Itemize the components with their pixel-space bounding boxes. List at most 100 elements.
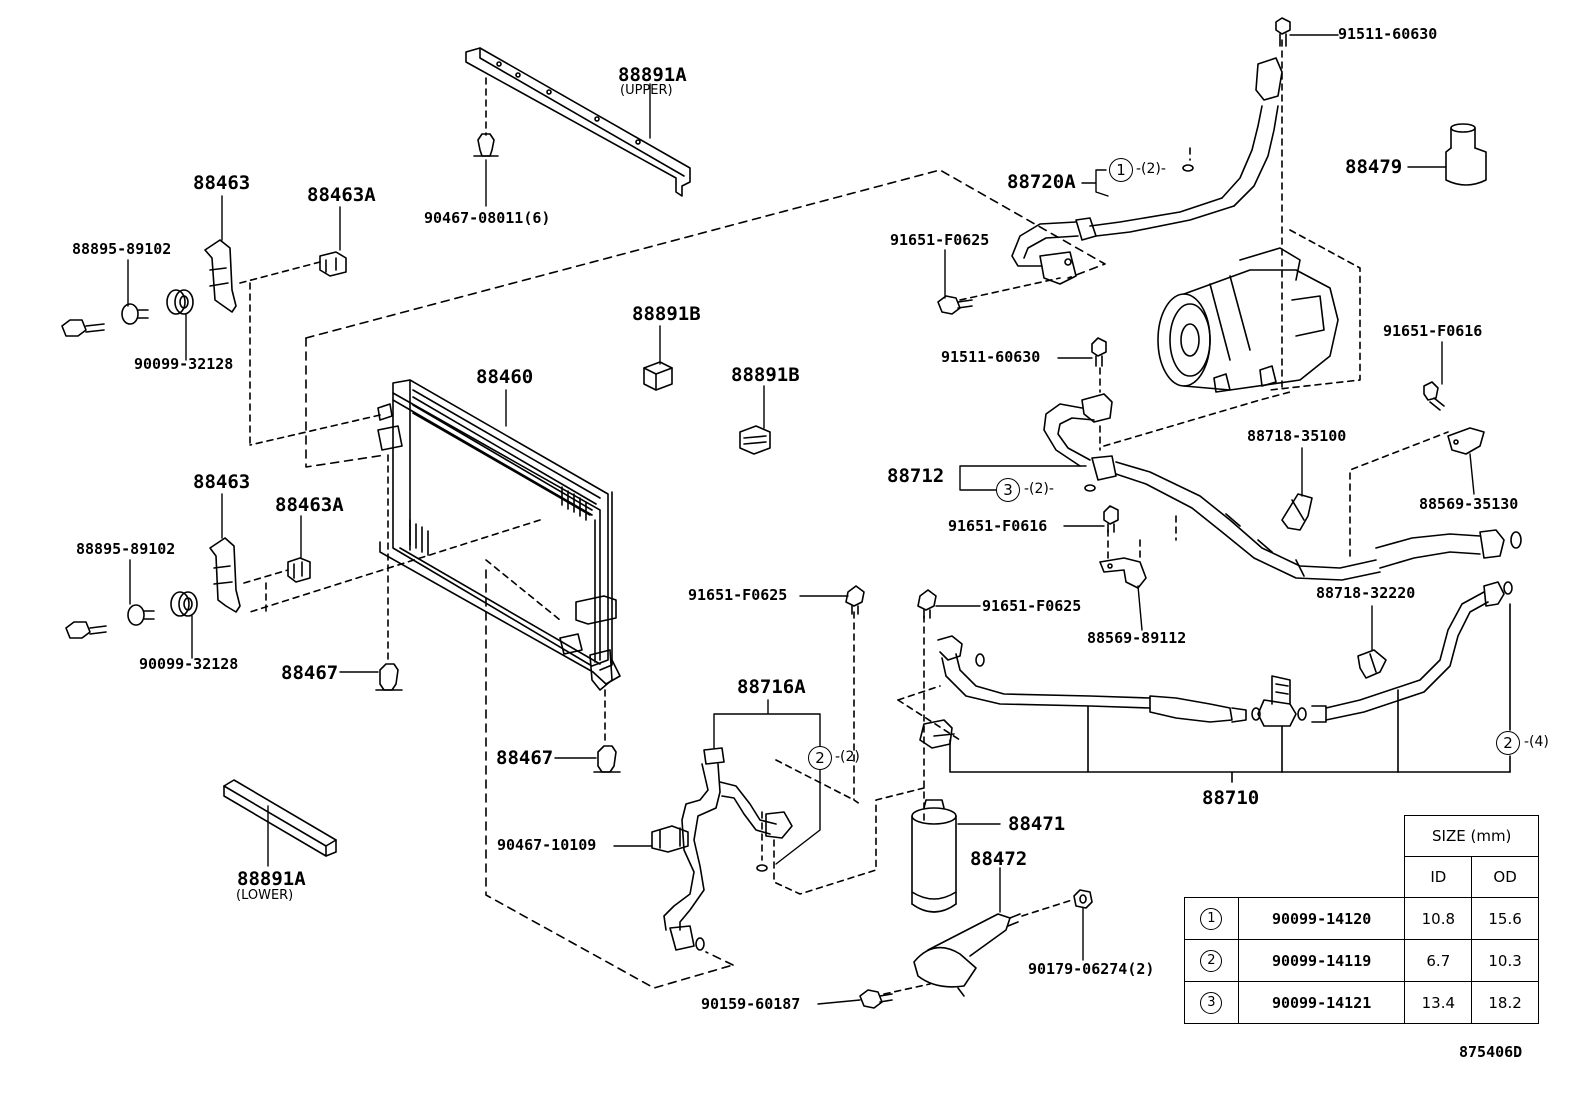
- label-88712: 88712: [887, 465, 945, 487]
- label-91651-F0625-top: 91651-F0625: [890, 231, 990, 249]
- grommet-90099-bottom: [170, 591, 198, 617]
- ref-qty-3: -(2)-: [1024, 481, 1054, 497]
- label-88569-89112: 88569-89112: [1087, 629, 1187, 647]
- label-88891A-upper: 88891A: [618, 64, 687, 86]
- label-88720A: 88720A: [1007, 171, 1076, 193]
- label-88569-35130: 88569-35130: [1419, 495, 1519, 513]
- dashed-leaders-condenser: [249, 414, 606, 746]
- label-90467-10109: 90467-10109: [497, 836, 597, 854]
- label-88463-bottom: 88463: [193, 471, 251, 493]
- ref-circle-1: 1: [1109, 158, 1133, 182]
- liquid-tube-88716A: [663, 747, 793, 951]
- table-od-value: 10.3: [1471, 939, 1539, 982]
- dashed-leaders-88472: [883, 899, 1073, 995]
- ref-circle-3: 3: [996, 478, 1020, 502]
- table-part-number: 90099-14120: [1237, 897, 1406, 940]
- suction-hose-88712: [1043, 393, 1522, 581]
- bolt-91511-60630-mid: [1091, 337, 1107, 367]
- label-90099-32128-bottom: 90099-32128: [139, 655, 239, 673]
- o-ring-88720A: [1182, 164, 1194, 172]
- cushion-88891B-b: [739, 425, 771, 455]
- bracket-88463-top: [204, 239, 237, 313]
- clamp-88569-89112: [1099, 557, 1147, 589]
- table-ref-circle: 3: [1200, 991, 1223, 1014]
- bolt-91651-F0625-top: [937, 295, 973, 315]
- label-90159-60187: 90159-60187: [701, 995, 801, 1013]
- table-id-value: 10.8: [1404, 897, 1473, 940]
- grommet-90099-top: [166, 289, 194, 315]
- condenser-core: [377, 379, 621, 691]
- dashed-outline-condenser-lower: [485, 569, 734, 989]
- washer-88895-bottom: [127, 604, 155, 626]
- dashed-leaders-88720A: [959, 39, 1361, 391]
- label-88891A-lower: 88891A: [237, 868, 306, 890]
- label-91511-60630-top: 91511-60630: [1338, 25, 1438, 43]
- label-91511-60630-mid: 91511-60630: [941, 348, 1041, 366]
- ref-qty-2-a: -(2): [835, 749, 860, 765]
- bolt-left-top: [61, 319, 105, 337]
- table-ref-circle: 1: [1200, 907, 1223, 930]
- clamp-88718-32220: [1357, 649, 1387, 679]
- label-88718-35100: 88718-35100: [1247, 427, 1347, 445]
- size-table-col-od: OD: [1471, 856, 1539, 898]
- clip-88467-left: [375, 663, 403, 691]
- label-lower: (LOWER): [236, 888, 294, 903]
- label-90099-32128-top: 90099-32128: [134, 355, 234, 373]
- label-88467-right: 88467: [496, 747, 554, 769]
- figure-code: 875406D: [1459, 1043, 1523, 1061]
- label-88895-89102-top: 88895-89102: [72, 240, 172, 258]
- bolt-91651-F0616-right: [1423, 381, 1445, 411]
- discharge-hose-88720A: [1011, 57, 1283, 285]
- upper-support-bar: [465, 47, 691, 197]
- label-88718-32220: 88718-32220: [1316, 584, 1416, 602]
- dashed-leaders-88716A: [761, 759, 925, 895]
- label-88467-left: 88467: [281, 662, 339, 684]
- bolt-90159-60187: [859, 989, 893, 1009]
- size-table-col-id: ID: [1404, 856, 1473, 898]
- dashed-leaders-88712: [1099, 367, 1449, 561]
- bolt-91651-F0625-mid: [917, 589, 937, 619]
- label-88463-top: 88463: [193, 172, 251, 194]
- compressor: [1157, 247, 1339, 393]
- ref-qty-2-b: -(4): [1524, 734, 1549, 750]
- o-ring-88712: [1084, 484, 1096, 492]
- label-88463A-top: 88463A: [307, 184, 376, 206]
- nut-90179-06274: [1073, 889, 1093, 909]
- label-88463A-bottom: 88463A: [275, 494, 344, 516]
- clip-90467-08011: [473, 133, 499, 157]
- ref-circle-2-a: 2: [808, 746, 832, 770]
- table-ref-circle: 2: [1200, 949, 1223, 972]
- label-91651-F0616-right: 91651-F0616: [1383, 322, 1483, 340]
- clamp-90467-10109: [651, 825, 689, 853]
- dashed-leaders-88710: [853, 611, 961, 825]
- label-88471: 88471: [1008, 813, 1066, 835]
- clamp-88569-35130: [1447, 427, 1485, 455]
- ref-circle-2-b: 2: [1496, 731, 1520, 755]
- bolt-left-bottom: [65, 621, 107, 639]
- dashed-outline-condenser-upper: [305, 169, 1106, 468]
- receiver-bracket-88472: [913, 913, 1021, 997]
- label-88891B-a: 88891B: [632, 303, 701, 325]
- table-row: 1 90099-14120 10.8 15.6: [1184, 897, 1539, 940]
- label-88479: 88479: [1345, 156, 1403, 178]
- label-90179-06274: 90179-06274(2): [1028, 960, 1155, 978]
- filter-88479: [1445, 123, 1487, 186]
- washer-88895-top: [121, 303, 149, 325]
- bolt-91651-F0616-mid: [1103, 505, 1119, 533]
- label-88716A: 88716A: [737, 676, 806, 698]
- table-od-value: 15.6: [1471, 897, 1539, 940]
- label-88460: 88460: [476, 366, 534, 388]
- table-id-value: 6.7: [1404, 939, 1473, 982]
- table-id-value: 13.4: [1404, 981, 1473, 1024]
- label-upper: (UPPER): [620, 83, 673, 98]
- size-table-header: SIZE (mm): [1404, 815, 1539, 857]
- label-leaders: [127, 34, 1475, 1005]
- table-part-number: 90099-14119: [1237, 939, 1406, 982]
- label-88895-89102-bottom: 88895-89102: [76, 540, 176, 558]
- label-88891B-b: 88891B: [731, 364, 800, 386]
- lower-support-bar: [223, 779, 337, 857]
- table-row: 2 90099-14119 6.7 10.3: [1184, 939, 1539, 982]
- size-table: SIZE (mm) ID OD 1 90099-14120 10.8 15.6 …: [1184, 815, 1539, 1024]
- label-88472: 88472: [970, 848, 1028, 870]
- dashed-leaders-left-top: [239, 261, 321, 446]
